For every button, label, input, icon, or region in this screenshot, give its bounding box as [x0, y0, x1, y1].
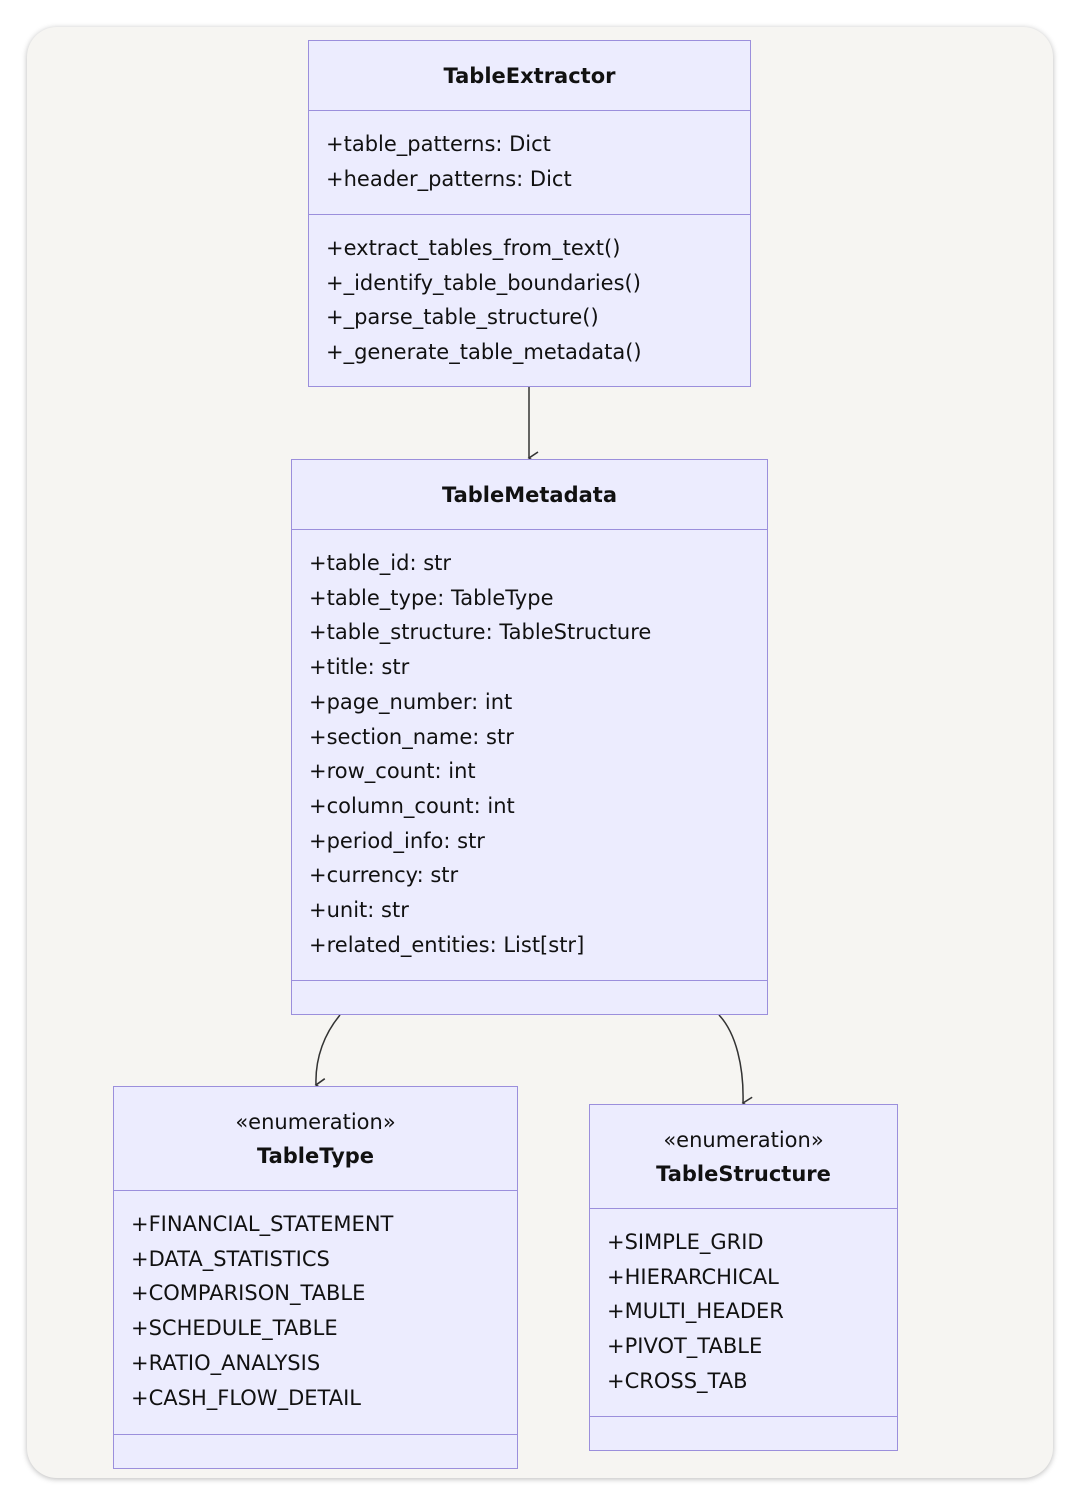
enum-name: TableType [256, 1143, 375, 1168]
enum-header: «enumeration» TableStructure [590, 1105, 897, 1209]
class-name: TableExtractor [443, 63, 616, 88]
attribute-section: +table_patterns: Dict +header_patterns: … [309, 111, 750, 215]
attribute-row: +column_count: int [309, 793, 515, 818]
class-name: TableMetadata [441, 482, 618, 507]
class-table-metadata[interactable]: TableMetadata +table_id: str +table_type… [291, 459, 768, 1015]
enum-value: +DATA_STATISTICS [131, 1246, 330, 1271]
enum-table-structure[interactable]: «enumeration» TableStructure +SIMPLE_GRI… [589, 1104, 898, 1451]
enum-value: +SIMPLE_GRID [607, 1230, 764, 1254]
enum-table-type[interactable]: «enumeration» TableType +FINANCIAL_STATE… [113, 1086, 518, 1469]
class-header: TableMetadata [292, 460, 767, 530]
attribute-row: +table_patterns: Dict [326, 132, 551, 156]
enum-value: +PIVOT_TABLE [607, 1334, 763, 1359]
enum-value: +RATIO_ANALYSIS [131, 1350, 321, 1375]
method-row: +_generate_table_metadata() [326, 340, 642, 365]
enum-value: +CROSS_TAB [607, 1368, 748, 1393]
enum-empty-section [590, 1417, 897, 1433]
enum-value: +COMPARISON_TABLE [131, 1281, 366, 1306]
enum-values-section: +FINANCIAL_STATEMENT +DATA_STATISTICS +C… [114, 1191, 517, 1435]
attribute-row: +row_count: int [309, 759, 476, 784]
attribute-row: +related_entities: List[str] [309, 932, 585, 957]
method-row: +_identify_table_boundaries() [326, 270, 641, 295]
attribute-section: +table_id: str +table_type: TableType +t… [292, 530, 767, 981]
enum-name: TableStructure [656, 1161, 831, 1186]
enum-header: «enumeration» TableType [114, 1087, 517, 1191]
attribute-row: +unit: str [309, 898, 409, 923]
enum-value: +SCHEDULE_TABLE [131, 1316, 338, 1341]
edge-metadata-to-tablestructure [718, 1014, 753, 1110]
attribute-row: +page_number: int [309, 689, 513, 714]
attribute-row: +header_patterns: Dict [326, 166, 572, 191]
edge-metadata-to-tabletype [314, 1014, 341, 1092]
method-section-empty [292, 981, 767, 997]
enum-stereotype: «enumeration» [663, 1127, 824, 1152]
attribute-row: +section_name: str [309, 724, 514, 749]
relationship-lines [314, 387, 753, 1110]
method-row: +_parse_table_structure() [326, 305, 599, 330]
enum-value: +FINANCIAL_STATEMENT [131, 1212, 394, 1236]
class-table-extractor[interactable]: TableExtractor +table_patterns: Dict +he… [308, 40, 751, 387]
attribute-row: +table_type: TableType [309, 585, 554, 610]
attribute-row: +period_info: str [309, 828, 485, 853]
attribute-row: +title: str [309, 655, 410, 680]
enum-stereotype: «enumeration» [235, 1109, 396, 1134]
enum-value: +MULTI_HEADER [607, 1299, 784, 1324]
attribute-row: +currency: str [309, 863, 459, 888]
enum-empty-section [114, 1435, 517, 1451]
enum-value: +CASH_FLOW_DETAIL [131, 1385, 361, 1410]
enum-value: +HIERARCHICAL [607, 1264, 779, 1289]
attribute-row: +table_id: str [309, 551, 452, 575]
enum-values-section: +SIMPLE_GRID +HIERARCHICAL +MULTI_HEADER… [590, 1209, 897, 1417]
diagram-canvas: TableExtractor +table_patterns: Dict +he… [27, 27, 1053, 1478]
class-header: TableExtractor [309, 41, 750, 111]
method-row: +extract_tables_from_text() [326, 236, 621, 260]
method-section: +extract_tables_from_text() +_identify_t… [309, 215, 750, 370]
attribute-row: +table_structure: TableStructure [309, 620, 652, 645]
